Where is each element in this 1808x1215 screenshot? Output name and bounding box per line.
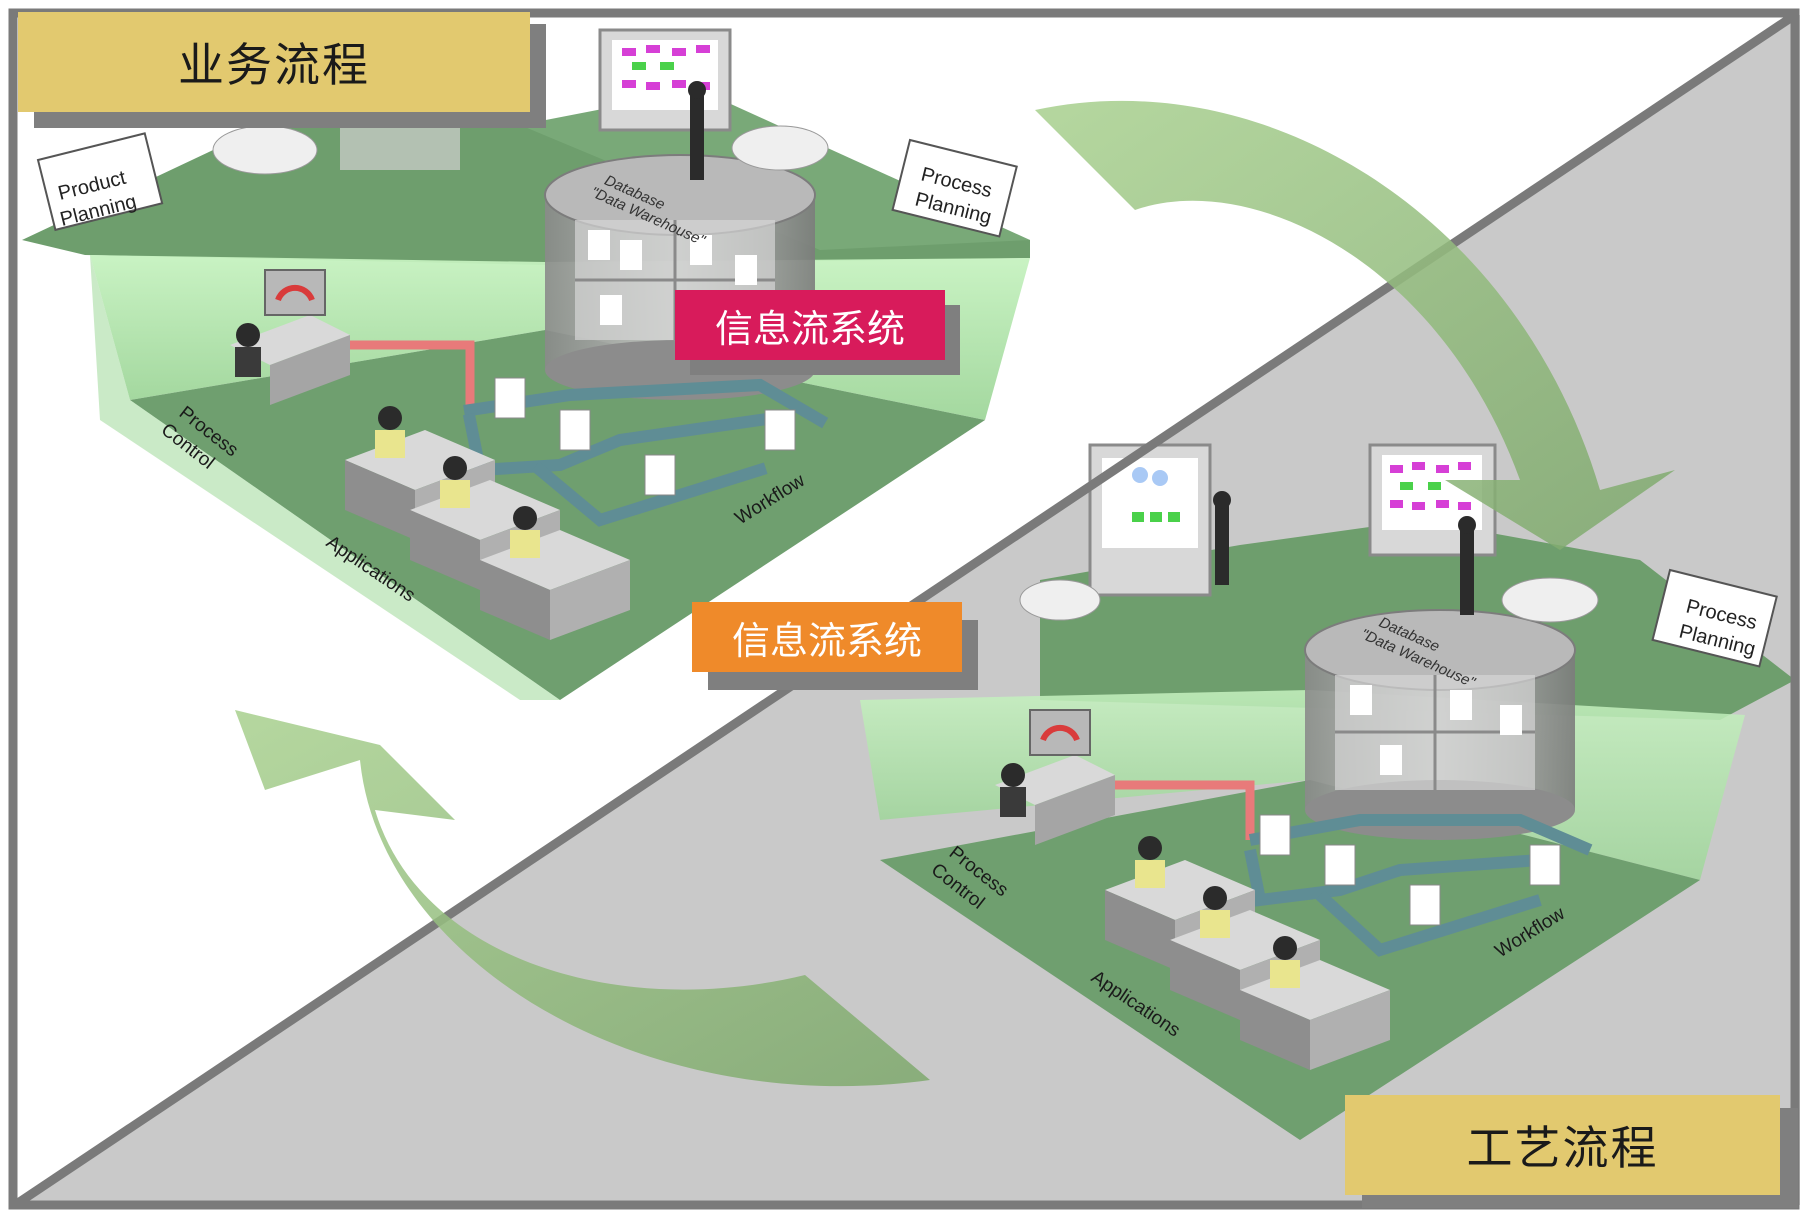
label-info-system-center-text: 信息流系统: [731, 618, 922, 663]
document-icons: [494, 377, 796, 496]
sign-product-planning: [36, 132, 164, 232]
workflow-pipes-bottom: [1110, 780, 1593, 957]
arrow-top-right-icon: [1035, 100, 1675, 550]
sign-process-planning-top: [891, 138, 1018, 238]
upper-floor-furniture-bottom: [1019, 443, 1599, 623]
label-info-system-top-text: 信息流系统: [714, 306, 905, 351]
label-info-system-center: 信息流系统: [692, 602, 962, 672]
database-cylinder-bottom: [1304, 609, 1576, 840]
desks-bottom: [995, 709, 1390, 1070]
desks-top: [230, 269, 630, 640]
arrow-bottom-left-icon: [235, 710, 930, 1087]
outer-frame: [8, 8, 1800, 1210]
label-info-system-top: 信息流系统: [675, 290, 945, 360]
title-craft-process: 工艺流程: [1345, 1095, 1780, 1195]
document-icons-bottom: [1259, 814, 1561, 926]
title-business-process: 业务流程: [18, 12, 530, 112]
title-business-process-text: 业务流程: [178, 38, 370, 92]
title-craft-process-text: 工艺流程: [1466, 1121, 1659, 1175]
sign-process-planning-bottom: [1651, 568, 1778, 668]
scene-bottom: Database "Data Warehouse": [860, 443, 1795, 1140]
